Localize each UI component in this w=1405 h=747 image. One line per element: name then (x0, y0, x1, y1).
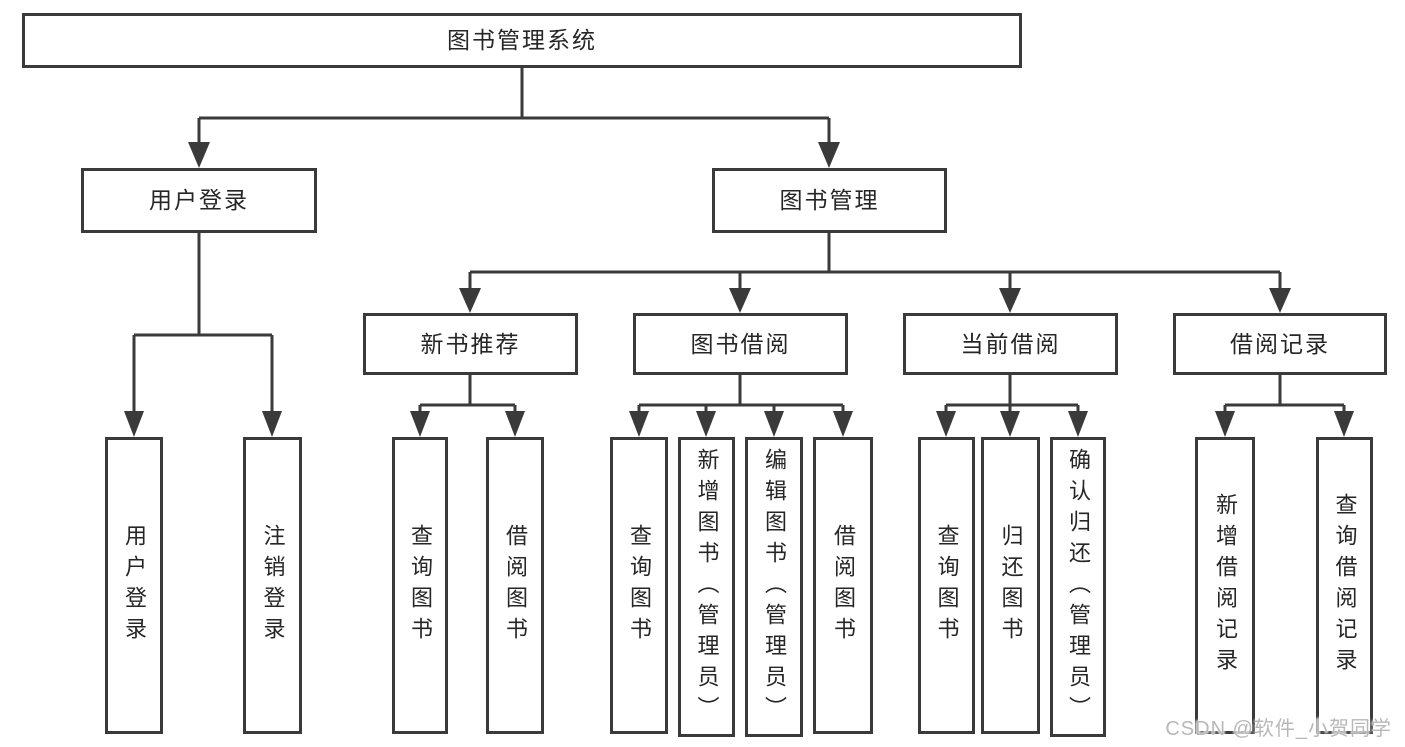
arrow-down-icon (1269, 288, 1291, 313)
leaf-logout: 注销登录 (243, 437, 302, 734)
leaf-label: 查询图书 (627, 523, 652, 648)
node-label: 借阅记录 (1230, 330, 1330, 357)
arrow-down-icon (936, 411, 956, 437)
node-label: 图书借阅 (690, 330, 791, 357)
leaf-label: 注销登录 (260, 523, 286, 648)
arrow-down-icon (410, 411, 430, 437)
arrow-down-icon (1068, 411, 1088, 437)
arrow-down-icon (696, 411, 716, 437)
node-borrowing-records: 借阅记录 (1173, 313, 1387, 375)
leaf-label: 借阅图书 (503, 523, 528, 648)
leaf-newbook-query-books: 查询图书 (392, 437, 448, 734)
leaf-borrowing-add-books-admin: 新增图书（管理员） (678, 437, 735, 737)
leaf-newbook-borrow-books: 借阅图书 (486, 437, 544, 734)
leaf-current-confirm-return-admin: 确认归还（管理员） (1050, 437, 1106, 737)
arrow-down-icon (1215, 411, 1235, 437)
arrow-down-icon (999, 288, 1021, 313)
leaf-label: 归还图书 (998, 523, 1024, 648)
arrow-down-icon (505, 411, 525, 437)
node-label: 当前借阅 (960, 330, 1061, 357)
leaf-label: 新增借阅记录 (1213, 492, 1238, 679)
leaf-label: 编辑图书（管理员） (762, 447, 787, 727)
arrow-down-icon (833, 411, 853, 437)
node-book-management: 图书管理 (712, 168, 947, 233)
node-new-book-recommendation: 新书推荐 (363, 313, 578, 375)
leaf-current-query-books: 查询图书 (918, 437, 975, 734)
leaf-records-add-record: 新增借阅记录 (1195, 437, 1255, 734)
arrow-down-icon (1000, 411, 1020, 437)
node-book-borrowing: 图书借阅 (633, 313, 848, 375)
arrow-down-icon (124, 411, 144, 437)
node-user-login: 用户登录 (81, 168, 317, 233)
leaf-current-return-books: 归还图书 (981, 437, 1040, 734)
watermark-text: CSDN @软件_小贺同学 (1165, 718, 1392, 740)
leaf-label: 查询图书 (408, 523, 433, 648)
arrowheads (124, 142, 1354, 437)
arrow-down-icon (459, 288, 481, 313)
arrow-down-icon (188, 142, 210, 168)
leaf-label: 查询图书 (934, 523, 960, 648)
node-label: 新书推荐 (420, 330, 521, 357)
arrow-down-icon (262, 411, 282, 437)
leaf-label: 用户登录 (122, 523, 147, 648)
arrow-down-icon (729, 288, 751, 313)
node-label: 用户登录 (149, 187, 249, 213)
node-root: 图书管理系统 (22, 13, 1022, 68)
node-current-borrowing: 当前借阅 (903, 313, 1118, 375)
arrow-down-icon (629, 411, 649, 437)
leaf-label: 借阅图书 (831, 523, 856, 648)
leaf-user-login: 用户登录 (105, 437, 163, 734)
leaf-borrowing-borrow-books: 借阅图书 (813, 437, 873, 734)
arrow-down-icon (1334, 411, 1354, 437)
arrow-down-icon (764, 411, 784, 437)
leaf-borrowing-query-books: 查询图书 (610, 437, 668, 734)
leaf-label: 确认归还（管理员） (1066, 447, 1091, 727)
leaf-records-query-record: 查询借阅记录 (1316, 437, 1373, 734)
leaf-borrowing-edit-books-admin: 编辑图书（管理员） (745, 437, 803, 737)
node-label: 图书管理 (779, 187, 880, 213)
leaf-label: 查询借阅记录 (1332, 492, 1358, 679)
node-label: 图书管理系统 (447, 27, 597, 53)
arrow-down-icon (818, 142, 840, 168)
leaf-label: 新增图书（管理员） (694, 447, 720, 727)
